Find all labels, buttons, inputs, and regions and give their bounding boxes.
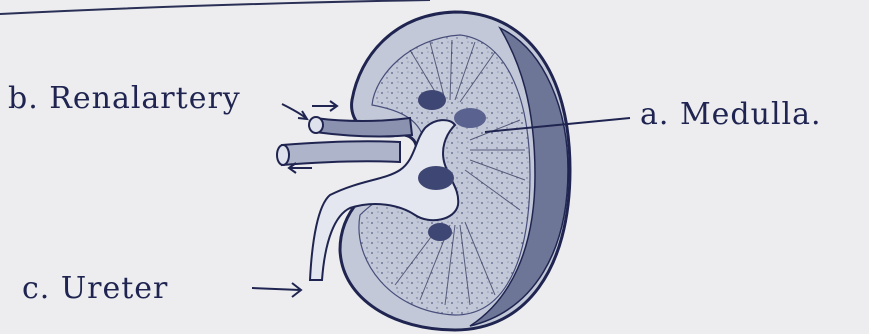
renal-vein-vessel	[282, 141, 400, 165]
label-renal-artery: b. Renalartery	[8, 81, 241, 116]
minor-calyx	[454, 108, 486, 128]
renal-vein-opening	[277, 145, 289, 165]
kidney	[310, 12, 570, 330]
renal-vessels	[277, 117, 412, 165]
label-medulla: a. Medulla.	[640, 97, 822, 132]
minor-calyx	[428, 223, 452, 241]
ureter-leader-arrow	[252, 283, 301, 297]
page-edge-line	[0, 0, 430, 14]
label-ureter: c. Ureter	[22, 271, 168, 306]
minor-calyx	[418, 166, 454, 190]
minor-calyx	[418, 90, 446, 110]
renal-artery-leader-arrow	[282, 104, 307, 119]
renal-artery-opening	[309, 117, 323, 133]
renal-artery-vessel	[315, 118, 412, 136]
arrow-icon	[312, 101, 337, 111]
